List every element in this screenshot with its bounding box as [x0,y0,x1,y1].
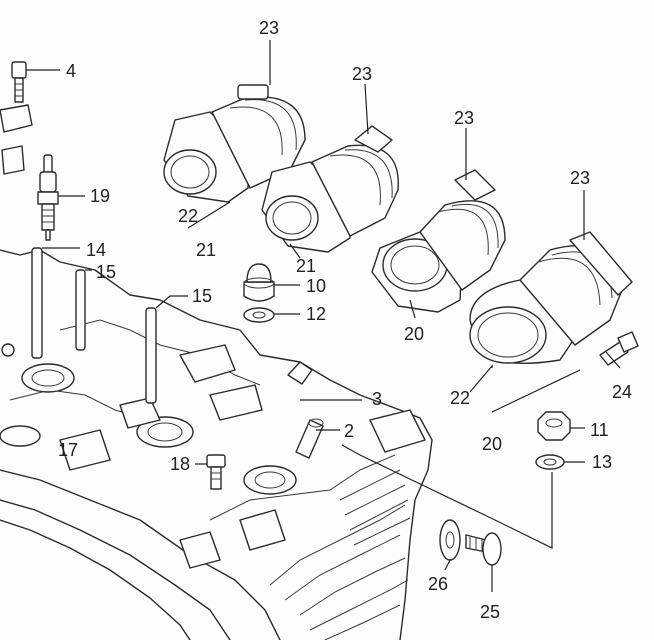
callout-4: 4 [66,61,76,81]
callout-labels: 23 23 23 23 4 19 14 15 15 22 21 21 10 12… [58,18,632,622]
callout-21-b: 21 [296,256,316,276]
washer-26 [439,519,461,561]
callout-14: 14 [86,240,106,260]
intake-pipe-20a [371,169,506,313]
callout-23-a: 23 [259,18,279,38]
leader-lines [26,40,621,592]
bolt-18 [206,454,226,490]
cap-nut-10 [243,263,275,302]
dowel-pin-2 [295,418,324,459]
callout-11: 11 [590,420,609,440]
callout-22-a: 22 [178,206,198,226]
callout-15-b: 15 [192,286,212,306]
spark-plug-19 [37,154,59,241]
callout-25: 25 [480,602,500,622]
intake-pipe-21a [163,84,306,203]
washer-13 [535,454,565,470]
callout-18: 18 [170,454,190,474]
callout-15-a: 15 [96,262,116,282]
callout-12: 12 [306,304,326,324]
callout-21-a: 21 [196,240,216,260]
bolt-25 [465,532,502,566]
stud-bolt-15a [75,269,86,351]
callout-13: 13 [592,452,612,472]
callout-22-b: 22 [450,388,470,408]
callout-26: 26 [428,574,448,594]
callout-20-b: 20 [482,434,502,454]
cylinder-head [0,113,433,640]
nut-11 [537,411,571,441]
intake-pipe-20b [469,231,633,364]
callout-19: 19 [90,186,110,206]
callout-3: 3 [372,389,382,409]
callout-17: 17 [58,440,78,460]
intake-pipe-21b [261,125,399,253]
stud-bolt-14 [31,247,43,359]
pin-3 [287,361,313,385]
callout-23-c: 23 [454,108,474,128]
callout-2: 2 [344,421,354,441]
callout-24: 24 [612,382,632,402]
bolt-24 [599,331,639,366]
callout-20-a: 20 [404,324,424,344]
washer-12 [243,307,275,323]
bolt-4 [0,61,33,175]
stud-bolt-15b [145,307,157,404]
callout-10: 10 [306,276,326,296]
callout-23-d: 23 [570,168,590,188]
callout-23-b: 23 [352,64,372,84]
